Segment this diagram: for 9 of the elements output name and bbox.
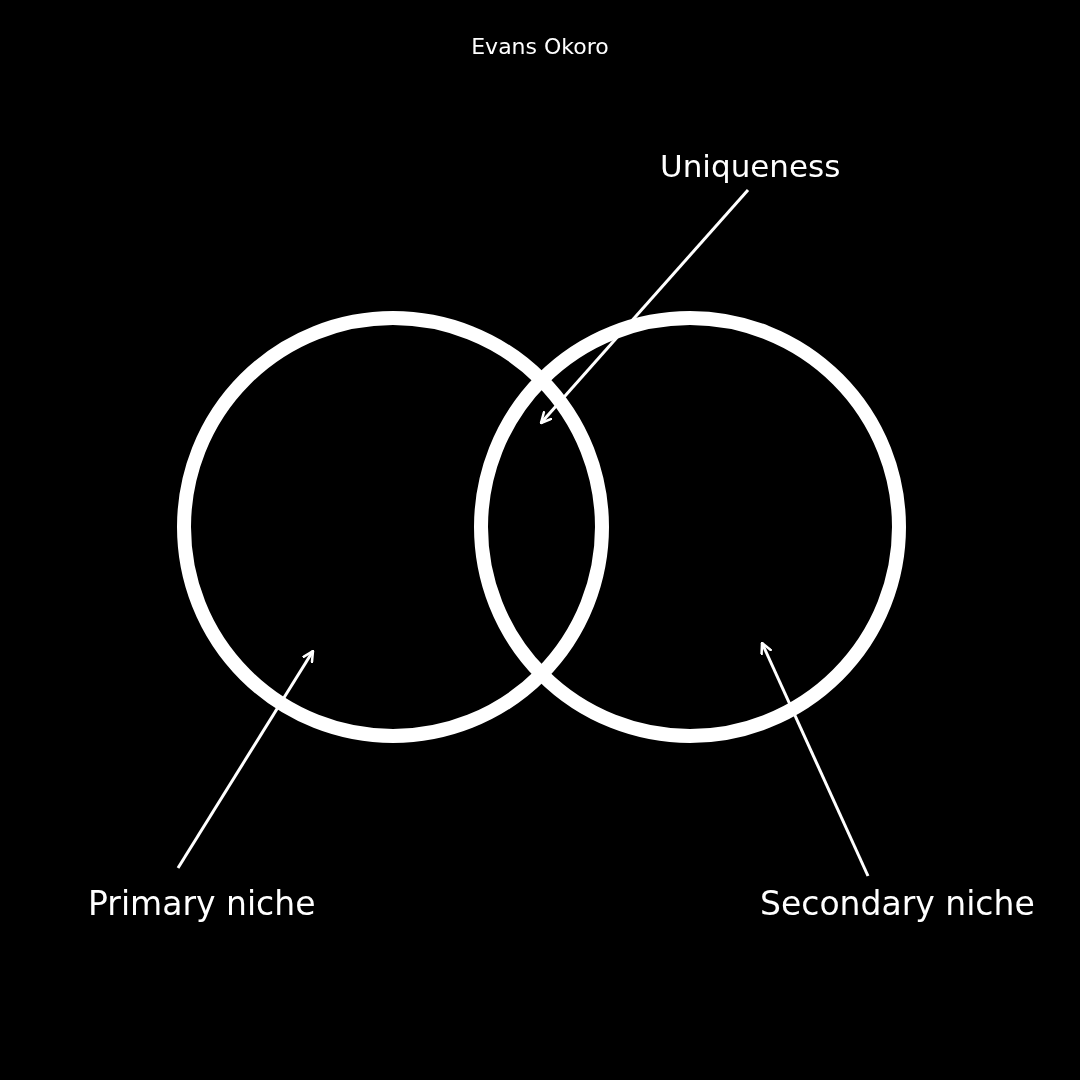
leader-arrow (176, 649, 315, 869)
leader-arrow (760, 641, 870, 877)
author-name: Evans Okoro (471, 34, 609, 59)
leader-arrow (539, 189, 750, 425)
callout-label: Uniqueness (660, 148, 841, 184)
circle-outline (177, 311, 609, 743)
circle-outline (474, 311, 906, 743)
callout-label: Primary niche (88, 884, 316, 923)
callout-label: Secondary niche (760, 884, 1035, 923)
